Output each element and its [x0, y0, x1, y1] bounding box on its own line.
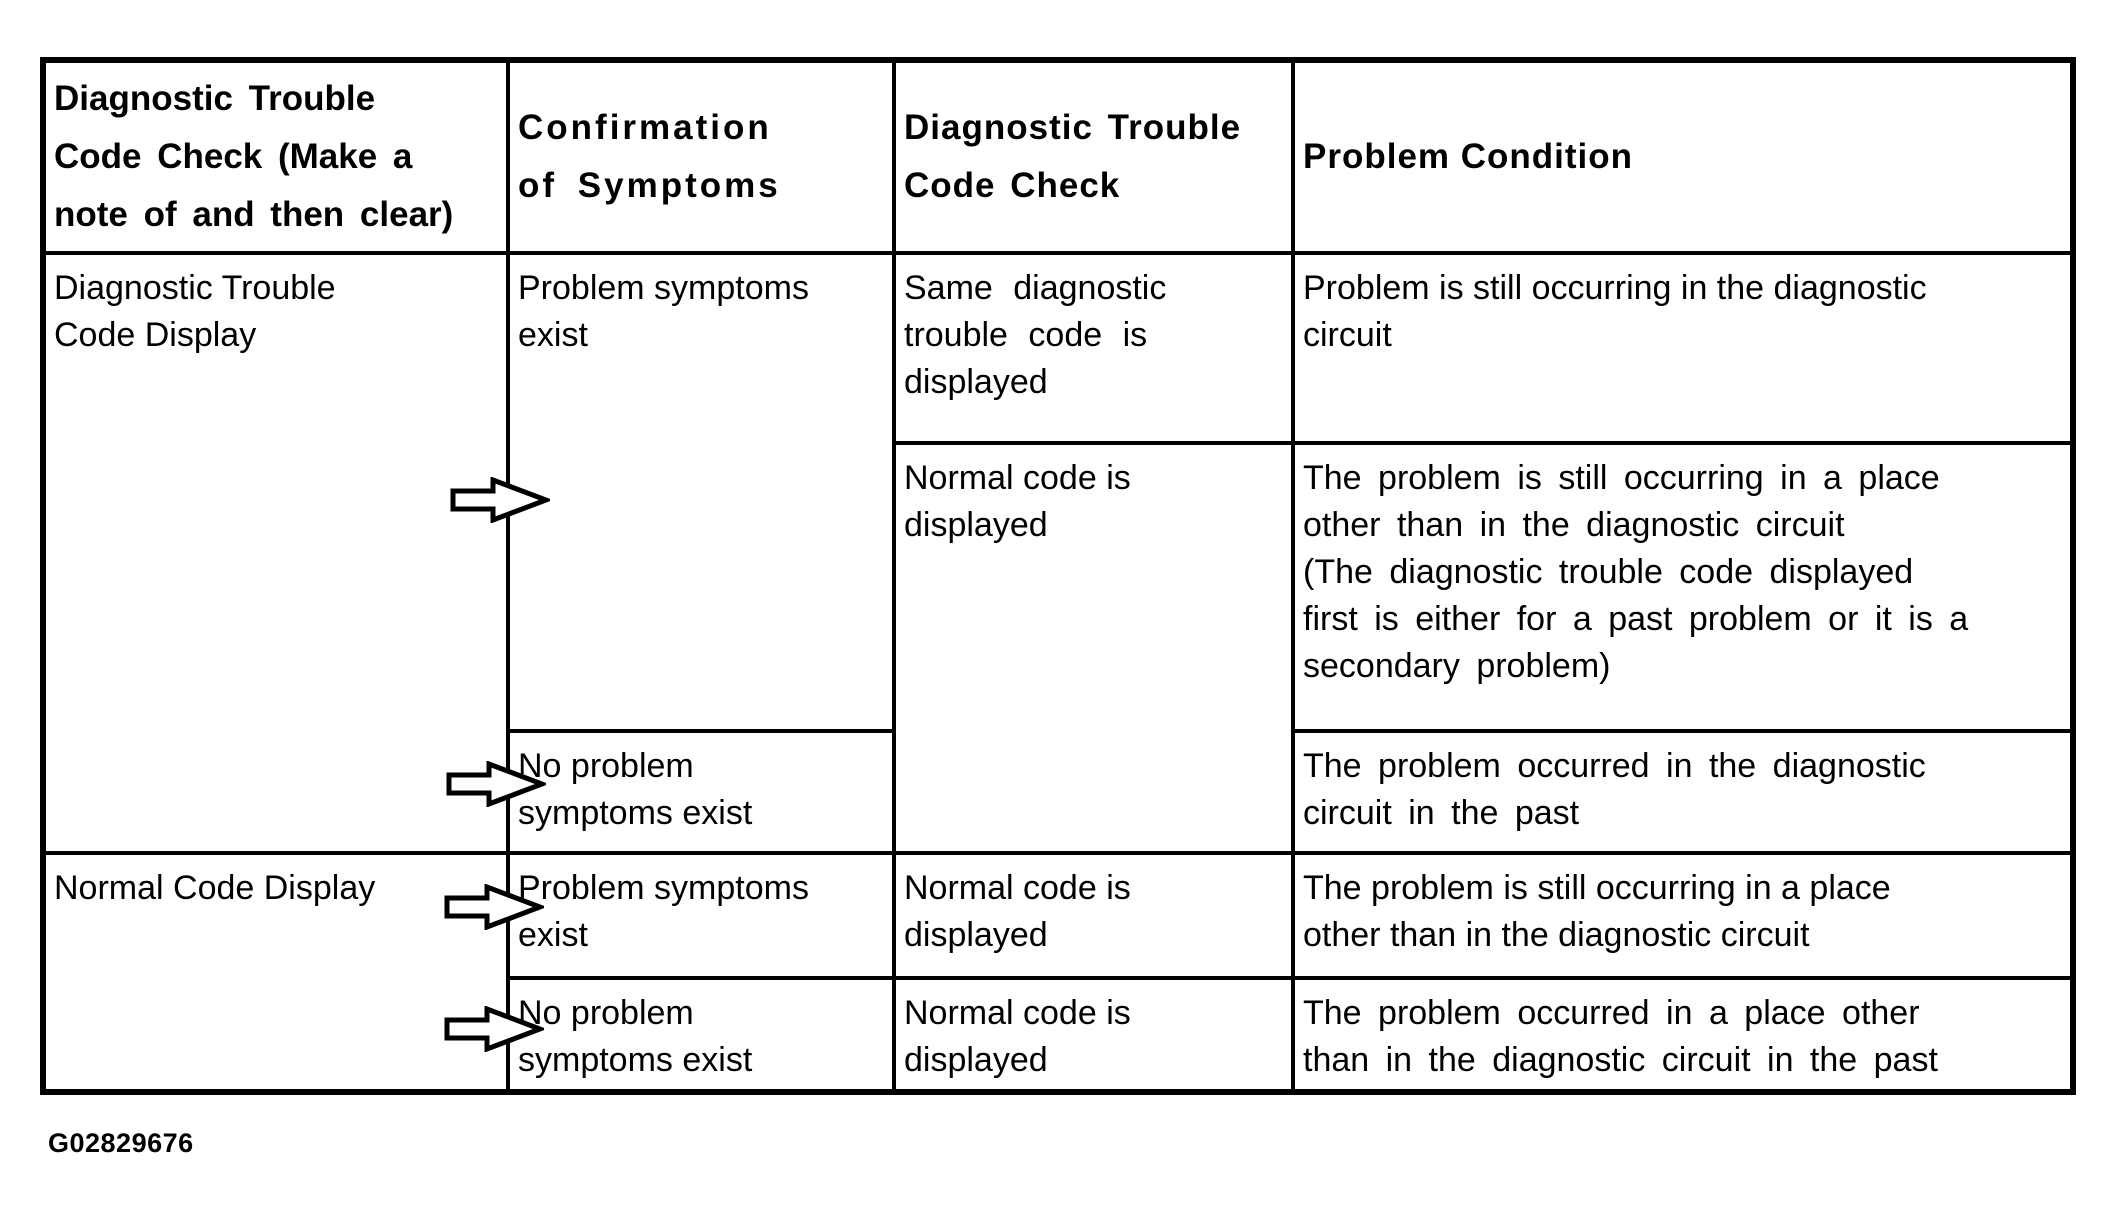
figure-id-label: G02829676 — [48, 1128, 194, 1158]
header-confirmation-of-symptoms: Confirmation of Symptoms — [506, 58, 896, 255]
right-arrow-icon — [444, 883, 548, 931]
cell-normal-code-displayed-3: Normal code is displayed — [892, 976, 1295, 1094]
right-arrow-icon — [450, 476, 554, 524]
cell-problem-symptoms-exist-1: Problem symptoms exist — [506, 251, 896, 733]
cell-problem-symptoms-exist-2: Problem symptoms exist — [506, 851, 896, 980]
cell-dtc-display: Diagnostic Trouble Code Display — [41, 251, 510, 855]
cell-same-dtc-displayed: Same diagnostic trouble code is displaye… — [892, 251, 1295, 445]
right-arrow-icon — [444, 1005, 548, 1053]
cell-condition-occurred-past: The problem occurred in the diagnostic c… — [1291, 729, 2075, 855]
cell-condition-occurred-other-place-past: The problem occurred in a place other th… — [1291, 976, 2075, 1094]
cell-no-problem-symptoms-exist-1: No problem symptoms exist — [506, 729, 896, 855]
header-dtc-check: Diagnostic Trouble Code Check — [892, 58, 1295, 255]
cell-normal-code-displayed-1: Normal code is displayed — [892, 441, 1295, 855]
cell-condition-other-place-secondary: The problem is still occurring in a plac… — [1291, 441, 2075, 733]
right-arrow-icon — [446, 760, 550, 808]
cell-condition-still-occurring-diagnostic: Problem is still occurring in the diagno… — [1291, 251, 2075, 445]
cell-condition-still-occurring-other-place: The problem is still occurring in a plac… — [1291, 851, 2075, 980]
cell-normal-code-displayed-2: Normal code is displayed — [892, 851, 1295, 980]
cell-normal-code-display: Normal Code Display — [41, 851, 510, 1094]
diagnostic-table: Diagnostic Trouble Code Check (Make a no… — [40, 57, 2076, 1095]
cell-no-problem-symptoms-exist-2: No problem symptoms exist — [506, 976, 896, 1094]
header-dtc-check-make-note: Diagnostic Trouble Code Check (Make a no… — [41, 58, 510, 255]
header-problem-condition: Problem Condition — [1291, 58, 2075, 255]
